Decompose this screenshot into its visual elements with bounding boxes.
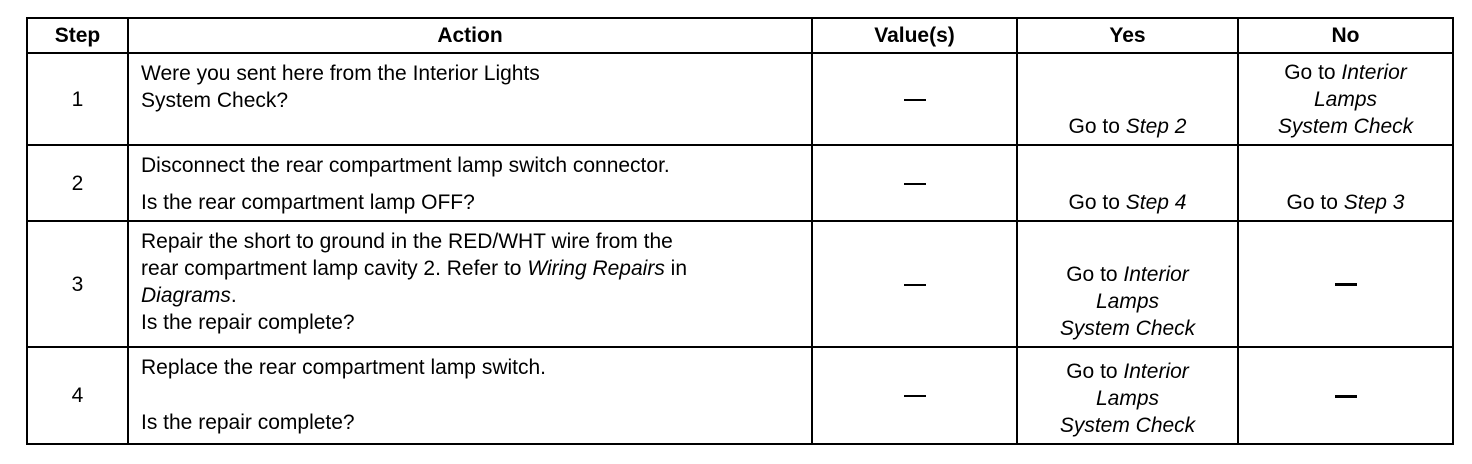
table-row: 4 Replace the rear compartment lamp swit… <box>26 346 1454 445</box>
goto-step-link[interactable]: Step 4 <box>1125 191 1187 214</box>
value-cell: — <box>811 220 1018 348</box>
action-text: Were you sent here from the Interior Lig… <box>141 62 540 85</box>
goto-system-check-link[interactable]: Lamps <box>1095 290 1160 313</box>
action-question: Is the repair complete? <box>141 411 355 434</box>
action-text: Replace the rear compartment lamp switch… <box>141 356 546 379</box>
value-cell: — <box>811 52 1018 146</box>
yes-cell[interactable]: Go to Interior Lamps System Check <box>1016 346 1239 445</box>
action-question: Is the repair complete? <box>141 311 355 334</box>
header-action: Action <box>127 17 813 54</box>
diagnostic-table: Step Action Value(s) Yes No 1 Were you s… <box>26 17 1454 445</box>
dash-icon <box>1334 283 1357 287</box>
dash-icon <box>1334 394 1357 398</box>
goto-system-check-link[interactable]: Lamps <box>1095 387 1160 410</box>
dash-icon <box>903 395 926 398</box>
step-number: 2 <box>26 144 129 222</box>
wiring-repairs-link[interactable]: Wiring Repairs <box>527 257 665 280</box>
step-number: 4 <box>26 346 129 445</box>
action-cell: Were you sent here from the Interior Lig… <box>127 52 813 146</box>
action-text: Repair the short to ground in the RED/WH… <box>141 230 673 253</box>
table-row: 2 Disconnect the rear compartment lamp s… <box>26 144 1454 222</box>
goto-system-check-link[interactable]: Interior <box>1341 61 1407 84</box>
diagrams-link[interactable]: Diagrams <box>141 284 231 307</box>
goto-system-check-link[interactable]: Lamps <box>1313 88 1378 111</box>
action-text: rear compartment lamp cavity 2. Refer to… <box>141 257 688 280</box>
yes-cell[interactable]: Go to Interior Lamps System Check <box>1016 220 1239 348</box>
dash-icon <box>903 182 926 185</box>
value-cell: — <box>811 346 1018 445</box>
goto-system-check-link[interactable]: System Check <box>1059 317 1196 340</box>
step-number: 1 <box>26 52 129 146</box>
yes-cell[interactable]: Go to Step 4 <box>1016 144 1239 222</box>
table-row: 3 Repair the short to ground in the RED/… <box>26 220 1454 348</box>
no-cell[interactable]: Go to Interior Lamps System Check <box>1237 52 1454 146</box>
action-question: Is the rear compartment lamp OFF? <box>141 191 475 214</box>
table-row: 1 Were you sent here from the Interior L… <box>26 52 1454 146</box>
no-cell[interactable]: Go to Step 3 <box>1237 144 1454 222</box>
header-row: Step Action Value(s) Yes No <box>26 17 1454 54</box>
header-yes: Yes <box>1016 17 1239 54</box>
value-cell: — <box>811 144 1018 222</box>
goto-system-check-link[interactable]: System Check <box>1277 115 1414 138</box>
goto-system-check-link[interactable]: Interior <box>1123 263 1189 286</box>
goto-step-link[interactable]: Step 2 <box>1125 115 1187 138</box>
action-cell: Replace the rear compartment lamp switch… <box>127 346 813 445</box>
action-text: Disconnect the rear compartment lamp swi… <box>141 154 670 177</box>
action-text: System Check? <box>141 89 289 112</box>
no-cell: — <box>1237 346 1454 445</box>
action-cell: Repair the short to ground in the RED/WH… <box>127 220 813 348</box>
goto-system-check-link[interactable]: System Check <box>1059 414 1196 437</box>
yes-cell[interactable]: Go to Step 2 <box>1016 52 1239 146</box>
no-cell: — <box>1237 220 1454 348</box>
action-cell: Disconnect the rear compartment lamp swi… <box>127 144 813 222</box>
header-values: Value(s) <box>811 17 1018 54</box>
dash-icon <box>903 98 926 101</box>
goto-system-check-link[interactable]: Interior <box>1123 360 1189 383</box>
action-text: Diagrams. <box>141 284 237 307</box>
header-step: Step <box>26 17 129 54</box>
step-number: 3 <box>26 220 129 348</box>
goto-step-link[interactable]: Step 3 <box>1343 191 1405 214</box>
header-no: No <box>1237 17 1454 54</box>
dash-icon <box>903 283 926 286</box>
